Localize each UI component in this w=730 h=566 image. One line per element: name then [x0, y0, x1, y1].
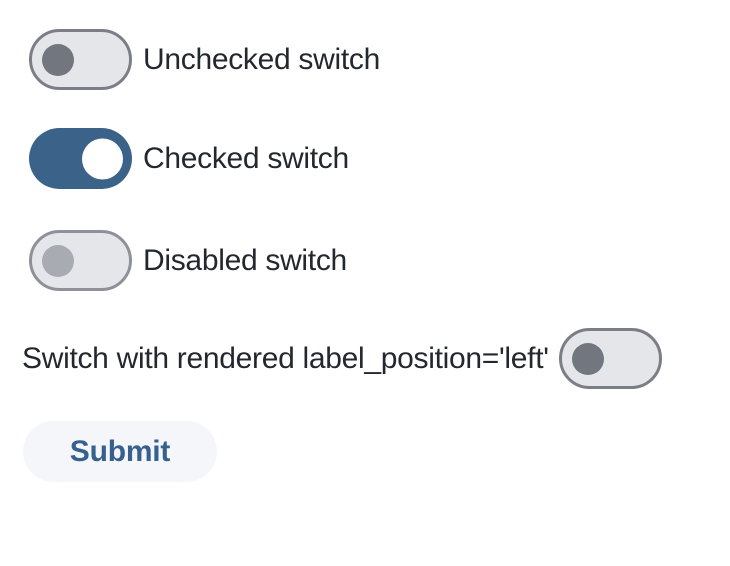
- switch-knob: [42, 244, 74, 277]
- checked-switch-toggle[interactable]: [29, 128, 132, 189]
- switch-label: Disabled switch: [143, 243, 347, 277]
- switch-row-disabled: Disabled switch: [29, 230, 347, 291]
- unchecked-switch-toggle[interactable]: [29, 29, 132, 90]
- switch-label: Checked switch: [143, 141, 349, 175]
- switch-knob: [42, 43, 74, 76]
- disabled-switch-toggle: [29, 230, 132, 291]
- submit-button[interactable]: Submit: [23, 421, 217, 482]
- switch-row-label-left[interactable]: Switch with rendered label_position='lef…: [22, 328, 662, 389]
- switch-knob: [571, 342, 604, 375]
- label-left-switch-toggle[interactable]: [558, 328, 662, 389]
- switch-row-checked[interactable]: Checked switch: [29, 128, 349, 189]
- switch-label: Unchecked switch: [143, 42, 380, 76]
- switch-label: Switch with rendered label_position='lef…: [22, 341, 549, 375]
- switch-knob: [82, 138, 123, 179]
- switch-row-unchecked[interactable]: Unchecked switch: [29, 29, 380, 90]
